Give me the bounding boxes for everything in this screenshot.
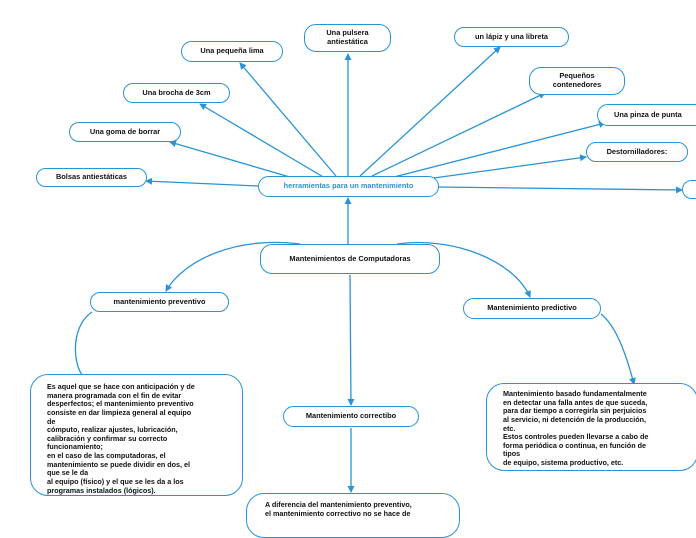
edge-preventivo-desc	[74, 311, 93, 376]
node-edge-stub[interactable]	[682, 180, 696, 199]
node-preventivo-descripcion[interactable]: Es aquel que se hace con anticipación y …	[30, 374, 243, 496]
mind-map: herramientas para un mantenimiento Una p…	[30, 24, 696, 538]
edge-to-destornilladores	[411, 154, 587, 182]
node-pinza[interactable]: Una pinza de punta	[597, 104, 696, 126]
edge-to-preventivo	[165, 241, 301, 292]
center-node[interactable]: herramientas para un mantenimiento	[258, 176, 439, 197]
edge-to-lapiz	[359, 46, 501, 177]
node-goma[interactable]: Una goma de borrar	[69, 122, 181, 142]
node-correctivo-descripcion[interactable]: A diferencia del mantenimiento preventiv…	[246, 493, 460, 538]
edge-to-brocha	[199, 103, 326, 179]
node-contenedores[interactable]: Pequeños contenedores	[529, 67, 625, 95]
node-bolsas[interactable]: Bolsas antiestáticas	[36, 168, 147, 187]
node-preventivo[interactable]: mantenimiento preventivo	[90, 292, 229, 312]
node-predictivo[interactable]: Mantenimiento predictivo	[463, 298, 601, 319]
node-brocha[interactable]: Una brocha de 3cm	[123, 83, 230, 103]
edge-to-stub	[437, 186, 683, 194]
edge-predictivo-desc	[600, 313, 636, 385]
connector-layer	[74, 46, 683, 493]
edge-to-predictivo	[396, 241, 531, 298]
node-predictivo-descripcion[interactable]: Mantenimiento basado fundamentalmente en…	[486, 383, 696, 471]
node-pulsera[interactable]: Una pulsera antiestática	[304, 24, 391, 52]
edge-to-bolsas	[145, 177, 259, 187]
edge-to-correctivo	[347, 274, 355, 406]
edge-to-goma	[169, 140, 301, 181]
node-mantenimientos-computadoras[interactable]: Mantenimientos de Computadoras	[260, 244, 440, 274]
edge-to-pinza	[389, 121, 606, 179]
edge-to-lima	[239, 62, 337, 177]
node-lima[interactable]: Una pequeña lima	[181, 41, 283, 62]
node-correctivo[interactable]: Mantenimiento correctibo	[283, 406, 419, 427]
edge-to-contenedores	[371, 92, 546, 177]
node-destornilladores[interactable]: Destornilladores:	[586, 142, 688, 162]
node-lapiz[interactable]: un lápiz y una libreta	[454, 27, 569, 47]
